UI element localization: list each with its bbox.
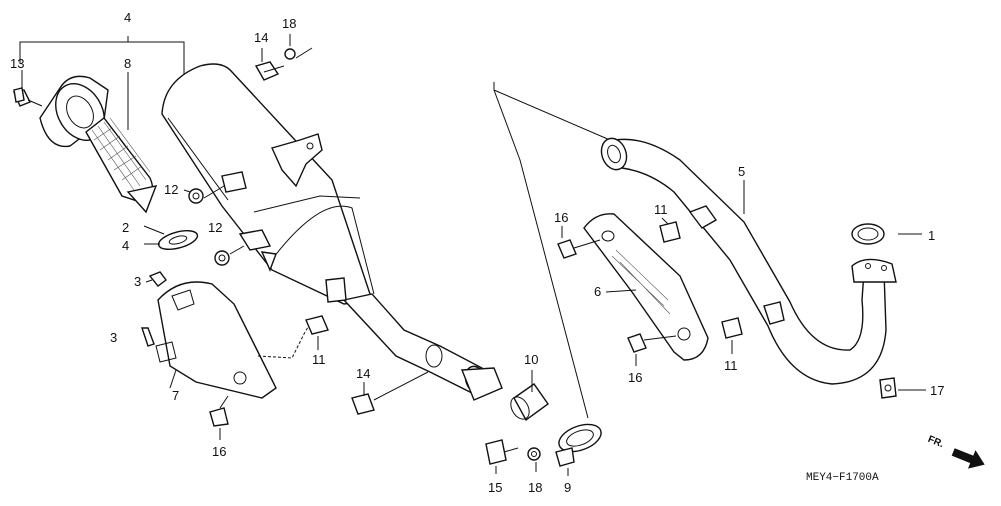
nut-3: [148, 271, 167, 287]
bolt-14b: [351, 371, 429, 415]
callout-2: 2: [122, 220, 129, 235]
callout-14a: 14: [254, 30, 268, 45]
callout-13: 13: [10, 56, 24, 71]
heat-protector: [583, 213, 709, 361]
callout-10: 10: [524, 352, 538, 367]
callout-4a: 4: [124, 10, 131, 25]
callout-7: 7: [172, 388, 179, 403]
leader-lines: [21, 34, 926, 476]
callout-1: 1: [928, 228, 935, 243]
washer-18a: [284, 48, 296, 60]
callout-3a: 3: [134, 274, 141, 289]
nut-12a: [188, 188, 204, 204]
callout-16b: 16: [554, 210, 568, 225]
exhaust-clamp: [555, 423, 602, 467]
bolt-16c: [627, 333, 677, 353]
clip-3b: [141, 327, 155, 347]
spark-arrester-assembly: [13, 75, 158, 214]
bolt-13: [13, 87, 25, 103]
bolt-17: [879, 377, 897, 399]
callout-18b: 18: [528, 480, 542, 495]
callout-12b: 12: [208, 220, 222, 235]
callout-16a: 16: [212, 444, 226, 459]
callout-17: 17: [930, 383, 944, 398]
bolt-16b: [557, 239, 601, 259]
callout-4b: 4: [122, 238, 129, 253]
bolt-15: [485, 439, 519, 465]
diagram-code: MEY4−F1700A: [806, 472, 879, 484]
callout-12a: 12: [164, 182, 178, 197]
callout-16c: 16: [628, 370, 642, 385]
callout-11c: 11: [724, 358, 738, 373]
bolt-14a: [254, 61, 285, 81]
front-direction-indicator: FR.: [926, 434, 985, 469]
muffler-bracket-upper: [271, 133, 323, 188]
callout-bracket-4: [19, 36, 185, 130]
clip-11c: [721, 317, 743, 339]
muffler-bracket-mid: [221, 171, 347, 303]
callout-8: 8: [124, 56, 131, 71]
callout-18a: 18: [282, 16, 296, 31]
callout-11a: 11: [312, 352, 326, 367]
callout-labels: 1 2 3 3 4 4 5 6 7 8 9 10 11 11 11 12 12 …: [10, 10, 944, 495]
callout-9: 9: [564, 480, 571, 495]
protector-guide-line: [257, 319, 313, 359]
clip-11a: [305, 315, 329, 335]
gasket: [157, 229, 199, 251]
callout-11b: 11: [654, 202, 668, 217]
front-direction-label: FR.: [926, 434, 945, 450]
joint-rubber: [510, 383, 549, 422]
clip-11b: [659, 221, 681, 243]
callout-3b: 3: [110, 330, 117, 345]
callout-15: 15: [488, 480, 502, 495]
callout-5: 5: [738, 164, 745, 179]
callout-14b: 14: [356, 366, 370, 381]
washer-18b: [527, 447, 541, 461]
front-arrow-icon: [951, 448, 985, 469]
pipe-gasket: [851, 223, 885, 245]
bolt-16a: [209, 395, 229, 427]
muffler: [161, 63, 503, 401]
exhaust-pipe: [600, 137, 897, 385]
pipe-group-frame: [493, 82, 611, 419]
nut-12b: [214, 250, 230, 266]
callout-6: 6: [594, 284, 601, 299]
muffler-protector: [155, 281, 277, 399]
